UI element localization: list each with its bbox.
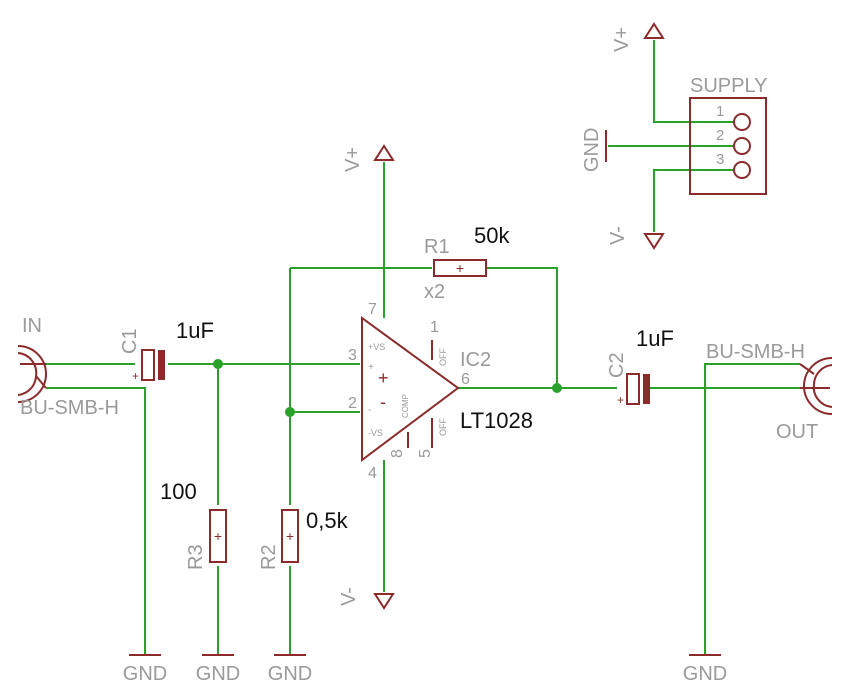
opamp-inner-off1: OFF bbox=[438, 348, 448, 366]
supply-pin-circle bbox=[733, 161, 751, 179]
resistor-body bbox=[209, 509, 227, 563]
capacitor-plate-minus bbox=[158, 350, 165, 380]
wire-output-gnd bbox=[704, 363, 800, 655]
r2-name: R2 bbox=[258, 544, 280, 570]
opamp-pin-7: 7 bbox=[368, 301, 377, 318]
resistor-r1: + R1 50k x2 bbox=[424, 223, 510, 303]
input-part-label: BU-SMB-H bbox=[20, 397, 119, 419]
r1-name: R1 bbox=[424, 236, 450, 258]
opamp-pin-8: 8 bbox=[389, 449, 406, 458]
capacitor-plus-mark: + bbox=[617, 393, 624, 407]
resistor-body bbox=[433, 259, 487, 277]
wire-supply-vminus bbox=[653, 169, 735, 232]
input-label: IN bbox=[22, 315, 42, 337]
input-connector: IN BU-SMB-H bbox=[17, 315, 119, 419]
opamp-inner-off2: OFF bbox=[438, 418, 448, 436]
opamp-value: LT1028 bbox=[460, 408, 533, 433]
opamp-pin-1: 1 bbox=[430, 319, 439, 336]
supply-label: SUPPLY bbox=[690, 75, 767, 97]
resistor-r3: + 100 R3 bbox=[160, 479, 227, 570]
connector-pin bbox=[799, 363, 815, 375]
capacitor-plus-mark: + bbox=[132, 369, 139, 383]
c2-value: 1uF bbox=[636, 326, 674, 351]
opamp-pin-2: 2 bbox=[348, 395, 357, 412]
opamp-vplus-label: V+ bbox=[342, 147, 364, 172]
connector-arc-inner bbox=[813, 364, 833, 385]
vplus-arrow-icon bbox=[643, 22, 665, 39]
connector-arc bbox=[803, 385, 833, 415]
supply-pin-2-label: 2 bbox=[716, 127, 724, 144]
gnd-label: GND bbox=[196, 663, 240, 685]
supply-vminus-label: V- bbox=[607, 226, 629, 245]
supply-connector: SUPPLY 1 2 3 V+ GND V- bbox=[581, 22, 767, 250]
connector-arc-inner bbox=[17, 375, 37, 396]
resistor-plus-mark: + bbox=[456, 260, 464, 276]
r1-note: x2 bbox=[424, 281, 445, 303]
wire-supply-vplus bbox=[653, 40, 735, 123]
output-label: OUT bbox=[776, 421, 818, 443]
wire-feedback-right bbox=[487, 267, 558, 388]
connector-pin bbox=[35, 375, 47, 389]
connector-arc bbox=[17, 345, 47, 375]
vminus-arrow-icon bbox=[643, 233, 665, 250]
r2-value: 0,5k bbox=[306, 508, 349, 533]
resistor-plus-mark: + bbox=[214, 528, 222, 544]
connector-arc bbox=[17, 373, 47, 403]
opamp-pin-5: 5 bbox=[417, 449, 434, 458]
opamp-ic2: 7 1 3 2 6 4 8 5 +VS + - COMP -VS OFF OFF… bbox=[348, 301, 533, 482]
capacitor-plate-plus bbox=[626, 373, 640, 405]
vplus-arrow-icon bbox=[373, 144, 395, 161]
opamp-triangle bbox=[361, 316, 460, 462]
wire-input-gnd bbox=[46, 387, 146, 655]
opamp-sign-plus: + bbox=[378, 368, 389, 388]
gnd-label: GND bbox=[268, 663, 312, 685]
opamp-pin-3: 3 bbox=[348, 347, 357, 364]
capacitor-c1: + C1 1uF bbox=[119, 318, 214, 383]
output-part-label: BU-SMB-H bbox=[706, 341, 805, 363]
output-connector: BU-SMB-H OUT bbox=[706, 341, 833, 443]
c2-name: C2 bbox=[606, 352, 628, 378]
r3-value: 100 bbox=[160, 479, 197, 504]
resistor-plus-mark: + bbox=[286, 528, 294, 544]
capacitor-plate-minus bbox=[643, 374, 650, 404]
r1-value: 50k bbox=[474, 223, 510, 248]
supply-pin-circle bbox=[733, 137, 751, 155]
opamp-vminus-label: V- bbox=[338, 587, 360, 606]
supply-pin-3-label: 3 bbox=[716, 151, 724, 168]
gnd-label: GND bbox=[683, 663, 727, 685]
supply-pin-circle bbox=[733, 113, 751, 131]
wires bbox=[46, 40, 800, 655]
opamp-inner-vsminus: -VS bbox=[368, 428, 383, 438]
supply-connector-body bbox=[689, 97, 767, 195]
opamp-pin-4: 4 bbox=[368, 465, 377, 482]
opamp-pin-6: 6 bbox=[461, 371, 470, 388]
resistor-body bbox=[281, 509, 299, 563]
capacitor-plate-plus bbox=[141, 349, 155, 381]
supply-gnd-label: GND bbox=[581, 128, 603, 172]
opamp-inner-vsplus: +VS bbox=[368, 342, 385, 352]
junction-dot bbox=[213, 359, 223, 369]
junction-dot bbox=[552, 383, 562, 393]
r3-name: R3 bbox=[185, 544, 207, 570]
gnd-symbols: GND GND GND GND bbox=[123, 654, 727, 685]
vminus-arrow-icon bbox=[373, 593, 395, 610]
capacitor-c2: + C2 1uF bbox=[606, 326, 674, 407]
c1-value: 1uF bbox=[176, 318, 214, 343]
supply-pin-1-label: 1 bbox=[716, 103, 724, 120]
connector-arc bbox=[803, 357, 833, 387]
resistor-r2: + 0,5k R2 bbox=[258, 508, 349, 570]
opamp-inner-plus: + bbox=[368, 362, 374, 373]
gnd-label: GND bbox=[123, 663, 167, 685]
supply-vplus-label: V+ bbox=[611, 27, 633, 52]
opamp-inner-comp: COMP bbox=[401, 394, 410, 418]
opamp-sign-minus: - bbox=[380, 392, 386, 412]
junction-dot bbox=[285, 407, 295, 417]
opamp-inner-minus: - bbox=[368, 405, 371, 416]
connector-arc-inner bbox=[17, 352, 38, 377]
c1-name: C1 bbox=[119, 328, 141, 354]
opamp-name: IC2 bbox=[460, 349, 491, 371]
